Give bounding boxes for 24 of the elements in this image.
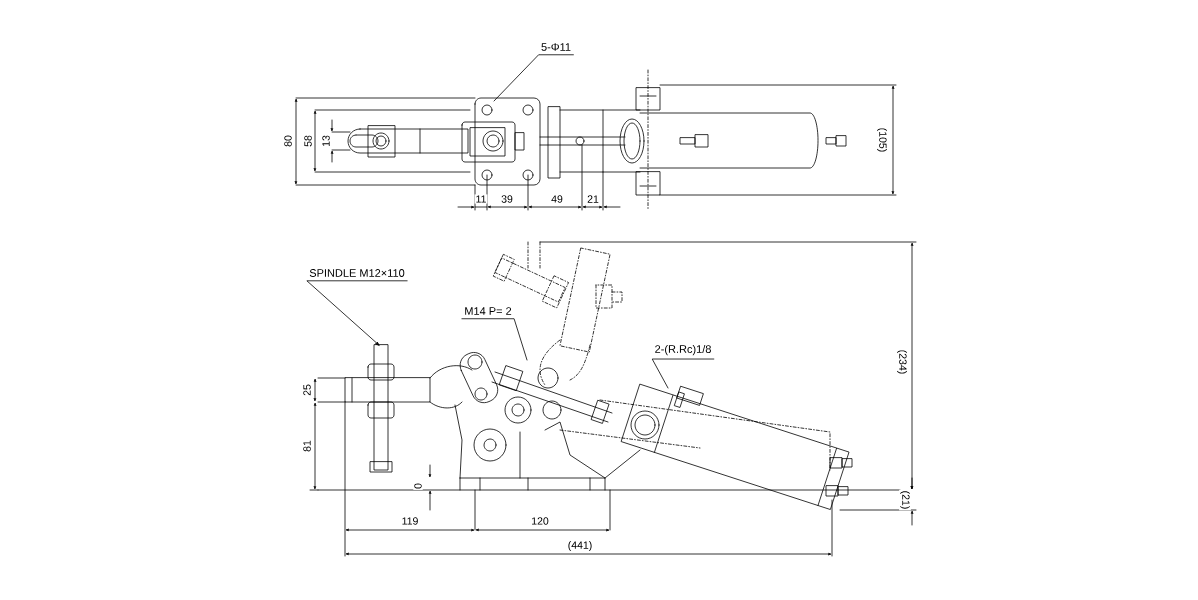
dimension-label: 119: [400, 516, 420, 526]
dimension-label: (21): [899, 489, 911, 511]
dimension-label: 21: [586, 194, 600, 204]
callout-text: 2-(R.Rc)1/8: [655, 344, 711, 356]
callout-text: 5-Φ11: [541, 43, 571, 51]
dimension-label: 0: [413, 482, 423, 490]
dimension-label: 39: [500, 194, 514, 204]
dimension-label: 13: [321, 134, 331, 148]
dimension-label: 81: [302, 439, 312, 453]
dimension-label: 11: [474, 194, 488, 204]
callout-text: SPINDLE M12×110: [309, 269, 405, 277]
dimension-label: 120: [530, 516, 550, 526]
dimension-label: 58: [303, 134, 313, 148]
dimension-label: (105): [876, 126, 888, 154]
dimension-label: (234): [896, 348, 908, 376]
dimension-label: 25: [302, 383, 312, 397]
leader-line: [461, 318, 528, 361]
leader-line: [493, 54, 574, 102]
leader-line: [651, 358, 715, 389]
dimension-label: (441): [566, 540, 594, 552]
dimension-label: 80: [283, 134, 293, 148]
callout-text: M14 P= 2: [465, 307, 512, 315]
dimension-label: 49: [550, 194, 564, 204]
leader-line: [306, 280, 408, 346]
